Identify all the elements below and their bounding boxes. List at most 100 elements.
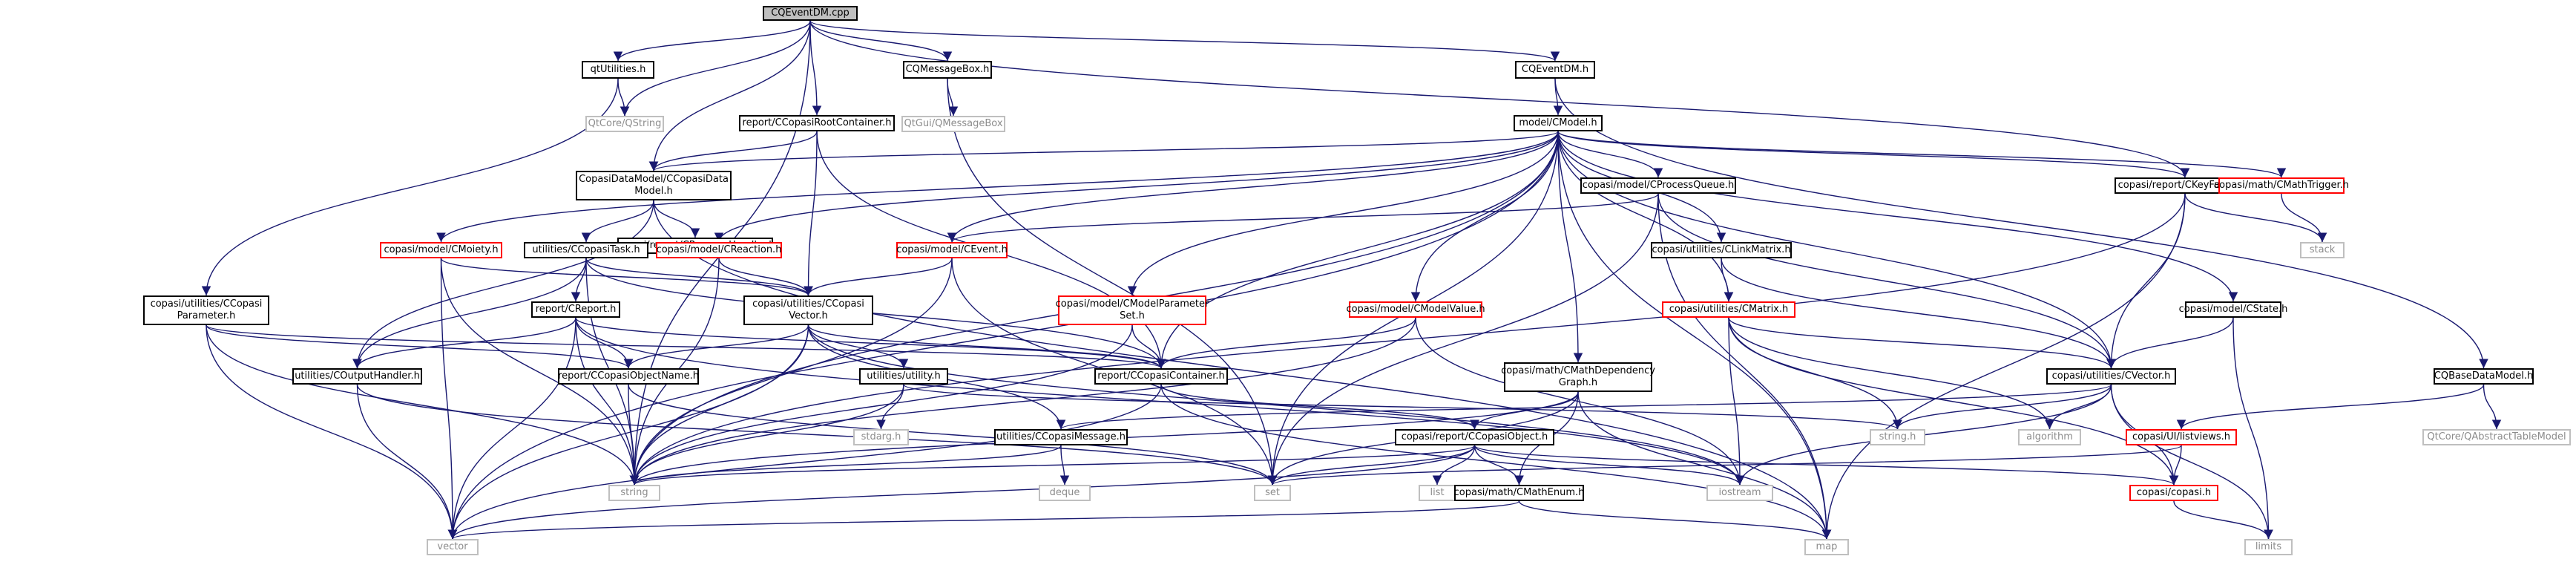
node-label: copasi/utilities/CMatrix.h (1669, 304, 1789, 315)
edge-cmatrix-to-stringh (1728, 317, 1902, 430)
node-root[interactable]: CQEventDM.cpp (763, 6, 858, 21)
node-mathtrig[interactable]: copasi/math/CMathTrigger.h (2214, 177, 2349, 194)
edge-event-to-string (629, 258, 953, 486)
node-outh[interactable]: utilities/COutputHandler.h (292, 368, 422, 385)
edge-moiety-to-string (440, 258, 640, 486)
node-label: copasi/utilities/CVector.h (2051, 370, 2171, 382)
edge-vecc-to-vector (447, 324, 809, 540)
edge-cmodel-to-mparamset (1127, 131, 1559, 296)
node-cstate[interactable]: copasi/model/CState.h (2179, 301, 2287, 318)
edge-vecc-to-iostream (807, 324, 1745, 486)
edge-moiety-to-vecc (440, 258, 813, 296)
node-vector: vector (427, 539, 479, 555)
edge-creport-to-vector (447, 317, 576, 540)
edge-cobject-to-string (630, 445, 1476, 486)
edge-objname-to-set (628, 384, 1278, 486)
edge-cmodel-to-reaction (714, 131, 1559, 243)
node-label: copasi/model/CReaction.h (656, 244, 782, 255)
node-moiety[interactable]: copasi/model/CMoiety.h (380, 242, 502, 258)
edge-cmodel-to-datamodel (649, 131, 1559, 171)
node-depgraph[interactable]: copasi/math/CMathDependency Graph.h (1501, 362, 1655, 392)
edge-datamodel-to-outh (352, 200, 654, 369)
edge-cmodel-to-vector (447, 131, 1559, 540)
edge-keyfac-to-stack (2184, 193, 2327, 243)
node-label: copasi/report/CCopasiObject.h (1401, 431, 1548, 442)
edge-mathtrig-to-stack (2281, 193, 2327, 243)
node-label: stdarg.h (861, 431, 901, 442)
node-label: iostream (1718, 487, 1761, 498)
node-label: report/CCopasiObjectName.h (558, 370, 699, 382)
node-mathenum[interactable]: copasi/math/CMathEnum.h (1454, 485, 1584, 501)
node-label: copasi/math/CMathTrigger.h (2213, 180, 2350, 191)
node-label: report/CCopasiContainer.h (1097, 370, 1225, 382)
node-cmodel[interactable]: model/CModel.h (1514, 115, 1603, 131)
node-copasih[interactable]: copasi/copasi.h (2129, 485, 2218, 501)
edge-copasih-to-limits (2173, 500, 2273, 540)
node-paramh[interactable]: copasi/utilities/CCopasi Parameter.h (143, 295, 269, 325)
node-label: set (1265, 487, 1280, 498)
node-rootcont[interactable]: report/CCopasiRootContainer.h (739, 115, 895, 131)
node-label: limits (2255, 541, 2282, 552)
node-objname[interactable]: report/CCopasiObjectName.h (558, 368, 699, 385)
edge-paramh-to-string (206, 324, 640, 486)
edge-cobject-to-mathenum (1473, 445, 1524, 486)
node-task[interactable]: utilities/CCopasiTask.h (524, 242, 648, 258)
edge-cmodel-to-moiety (436, 131, 1559, 243)
node-msgbox[interactable]: CQMessageBox.h (903, 61, 992, 79)
node-linkmat[interactable]: copasi/utilities/CLinkMatrix.h (1651, 242, 1792, 258)
node-string: string (608, 485, 660, 501)
edge-rootcont-to-vecc (804, 131, 818, 296)
edge-cobject-to-list (1432, 445, 1476, 486)
edge-root-to-keyfac (809, 20, 2190, 178)
node-datamodel[interactable]: CopasiDataModel/CCopasiData Model.h (576, 171, 732, 200)
node-basedm[interactable]: CQBaseDataModel.h (2434, 368, 2534, 385)
edge-root-to-eventdmh (809, 20, 1560, 62)
node-label: copasi/math/CMathDependency Graph.h (1501, 365, 1655, 388)
node-label: CopasiDataModel/CCopasiData Model.h (579, 174, 729, 197)
edge-vecc-to-objname (623, 324, 809, 369)
node-label: copasi/model/CModelParameter Set.h (1055, 298, 1209, 321)
node-creport[interactable]: report/CReport.h (531, 301, 620, 318)
node-label: copasi/utilities/CCopasi Parameter.h (150, 298, 263, 321)
edge-procq-to-set (1267, 193, 1659, 486)
edge-paramh-to-container (206, 324, 1166, 369)
node-vecc[interactable]: copasi/utilities/CCopasi Vector.h (743, 295, 873, 325)
node-container[interactable]: report/CCopasiContainer.h (1094, 368, 1228, 385)
node-event[interactable]: copasi/model/CEvent.h (896, 242, 1008, 258)
edge-rootcont-to-datamodel (648, 131, 818, 171)
edge-cmatrix-to-algorithm (1728, 317, 2054, 430)
edge-mvalue-to-container (1156, 317, 1416, 369)
edge-cmodel-to-mathtrig (1557, 131, 2286, 178)
edge-task-to-outh (352, 258, 587, 369)
edge-linkmat-to-cvector (1721, 258, 2116, 369)
edge-datamodel-to-map (653, 200, 1832, 540)
node-reaction[interactable]: copasi/model/CReaction.h (656, 242, 782, 258)
node-label: utilities/COutputHandler.h (295, 370, 420, 382)
node-eventdmh[interactable]: CQEventDM.h (1515, 61, 1595, 79)
edge-container-to-cobject (1160, 384, 1479, 430)
node-label: QtGui/QMessageBox (904, 118, 1003, 129)
edge-cobject-to-vector (447, 445, 1476, 540)
edge-eventdmh-to-basedm (1554, 78, 2488, 369)
node-listviews[interactable]: copasi/UI/listviews.h (2126, 429, 2237, 445)
node-procq[interactable]: copasi/model/CProcessQueue.h (1580, 177, 1736, 194)
edge-task-to-vecc (585, 258, 813, 296)
node-set: set (1254, 485, 1291, 501)
node-cmatrix[interactable]: copasi/utilities/CMatrix.h (1662, 301, 1795, 318)
node-mparamset[interactable]: copasi/model/CModelParameter Set.h (1055, 295, 1209, 325)
node-cobject[interactable]: copasi/report/CCopasiObject.h (1395, 429, 1554, 445)
edge-paramh-to-vector (206, 324, 458, 540)
node-utility[interactable]: utilities/utility.h (859, 368, 948, 385)
edge-cmodel-to-procq (1557, 131, 1663, 178)
node-qtutil[interactable]: qtUtilities.h (582, 61, 654, 79)
node-label: string.h (1879, 431, 1916, 442)
node-label: copasi/utilities/CCopasi Vector.h (752, 298, 864, 321)
node-cvector[interactable]: copasi/utilities/CVector.h (2046, 368, 2176, 385)
edge-paramh-to-objname (206, 324, 634, 369)
node-label: utilities/CCopasiTask.h (532, 244, 640, 255)
edge-cvector-to-cmessage (1057, 384, 2112, 430)
edge-linkmat-to-cmatrix (1721, 258, 1734, 302)
node-stack: stack (2300, 242, 2345, 258)
node-cmessage[interactable]: utilities/CCopasiMessage.h (994, 429, 1128, 445)
node-mvalue[interactable]: copasi/model/CModelValue.h (1346, 301, 1485, 318)
